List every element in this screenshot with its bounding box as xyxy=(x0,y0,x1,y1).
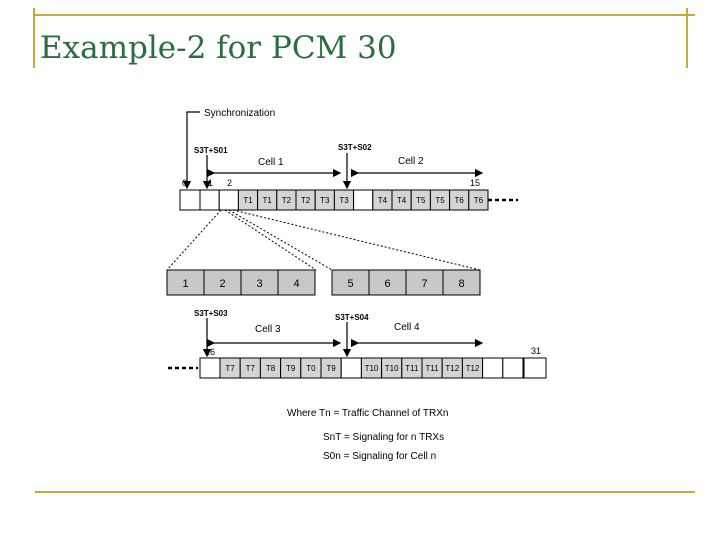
expanded-left-box-label: 3 xyxy=(256,278,262,290)
row1-index-1: 1 xyxy=(208,178,213,188)
expanded-right-box-label: 6 xyxy=(384,278,390,290)
row2-slot-label: T9 xyxy=(286,364,296,373)
row2-slot xyxy=(502,357,524,379)
row1-signal-2: S3T+S02 xyxy=(338,143,372,152)
row2-slot-31 xyxy=(523,357,547,379)
expanded-left-box xyxy=(277,269,316,296)
row1-index-0: 0 xyxy=(182,178,187,188)
row2-slot-label: T9 xyxy=(326,364,336,373)
expanded-left-box xyxy=(203,269,242,296)
row2-slot-label: T12 xyxy=(466,364,480,373)
slide-title: Example-2 for PCM 30 xyxy=(40,30,397,66)
row2-slot xyxy=(340,357,362,379)
row1-slot-label: T4 xyxy=(378,196,388,205)
row1-slot xyxy=(353,189,374,211)
row2-index-31: 31 xyxy=(531,346,541,356)
row2-slot-label: T7 xyxy=(225,364,235,373)
row2-slot-label: T0 xyxy=(306,364,316,373)
right-accent-line xyxy=(686,8,688,68)
sync-arrow xyxy=(182,111,200,190)
row2-slot-label: T7 xyxy=(246,364,256,373)
row2-slot-label: T10 xyxy=(365,364,379,373)
row2-slot-label: T10 xyxy=(385,364,399,373)
row2-cell-a: Cell 3 xyxy=(255,324,281,335)
expanded-left-box-label: 1 xyxy=(182,278,188,290)
expanded-right-box xyxy=(331,269,370,296)
legend-traffic: Where Tn = Traffic Channel of TRXn xyxy=(287,408,448,419)
legend-snt: SnT = Signaling for n TRXs xyxy=(323,432,444,443)
row1-slot-label: T2 xyxy=(282,196,292,205)
left-accent-line xyxy=(33,8,35,68)
expand-line-1 xyxy=(166,209,222,271)
row1-cell-b: Cell 2 xyxy=(398,156,424,167)
expand-line-4 xyxy=(232,209,481,271)
expanded-right-box-label: 5 xyxy=(347,278,353,290)
row2-signal-1: S3T+S03 xyxy=(194,309,228,318)
expanded-bits: 1 2 3 4 5 6 7 8 xyxy=(166,269,481,296)
row2-slot-label: T11 xyxy=(425,364,439,373)
sync-label: Synchronization xyxy=(204,108,275,119)
row1-slot xyxy=(218,189,239,211)
row2-slot-label: T12 xyxy=(445,364,459,373)
row1-slot-label: T2 xyxy=(301,196,311,205)
row1-cell-a: Cell 1 xyxy=(258,157,284,168)
row2-index-16: 16 xyxy=(205,347,215,357)
expanded-right-box-label: 7 xyxy=(421,278,427,290)
expand-line-3 xyxy=(228,209,333,271)
row1-slot-label: T1 xyxy=(263,196,273,205)
expanded-right-box-label: 8 xyxy=(458,278,464,290)
row2-signal-2: S3T+S04 xyxy=(335,313,369,322)
row2-slot-label: T11 xyxy=(405,364,419,373)
row2-cell-b: Cell 4 xyxy=(394,322,420,333)
expand-line-2 xyxy=(224,209,317,271)
row2-slots: T7 T7 T8 T9 T0 T9 T10 T10 T11 T11 T12 T12 xyxy=(219,357,524,379)
row1-signal-1: S3T+S01 xyxy=(194,146,228,155)
top-rule xyxy=(35,14,695,16)
row1-slot-label: T6 xyxy=(474,196,484,205)
row1-slot-label: T5 xyxy=(435,196,445,205)
row1-slot-label: T5 xyxy=(416,196,426,205)
row1-slot-0 xyxy=(179,189,201,211)
row1-slot-label: T3 xyxy=(320,196,330,205)
row1-slots: T1 T1 T2 T2 T3 T3 T4 T4 T5 T5 T6 T6 xyxy=(199,189,489,211)
row1-slot xyxy=(199,189,220,211)
row2-slot xyxy=(482,357,504,379)
row2-slot-16 xyxy=(199,357,221,379)
bottom-rule xyxy=(35,491,695,493)
expanded-left-box-label: 4 xyxy=(293,278,299,290)
row1-index-15: 15 xyxy=(470,178,480,188)
row1-slot-label: T6 xyxy=(455,196,465,205)
row1-index-2: 2 xyxy=(227,178,232,188)
row1-slot-label: T1 xyxy=(243,196,253,205)
expanded-left-box-label: 2 xyxy=(219,278,225,290)
expanded-right-box xyxy=(405,269,444,296)
expanded-right-box xyxy=(442,269,481,296)
legend-s0n: S0n = Signaling for Cell n xyxy=(323,451,436,462)
row1-slot-label: T3 xyxy=(339,196,349,205)
row2-slot-label: T8 xyxy=(266,364,276,373)
row1-slot-label: T4 xyxy=(397,196,407,205)
